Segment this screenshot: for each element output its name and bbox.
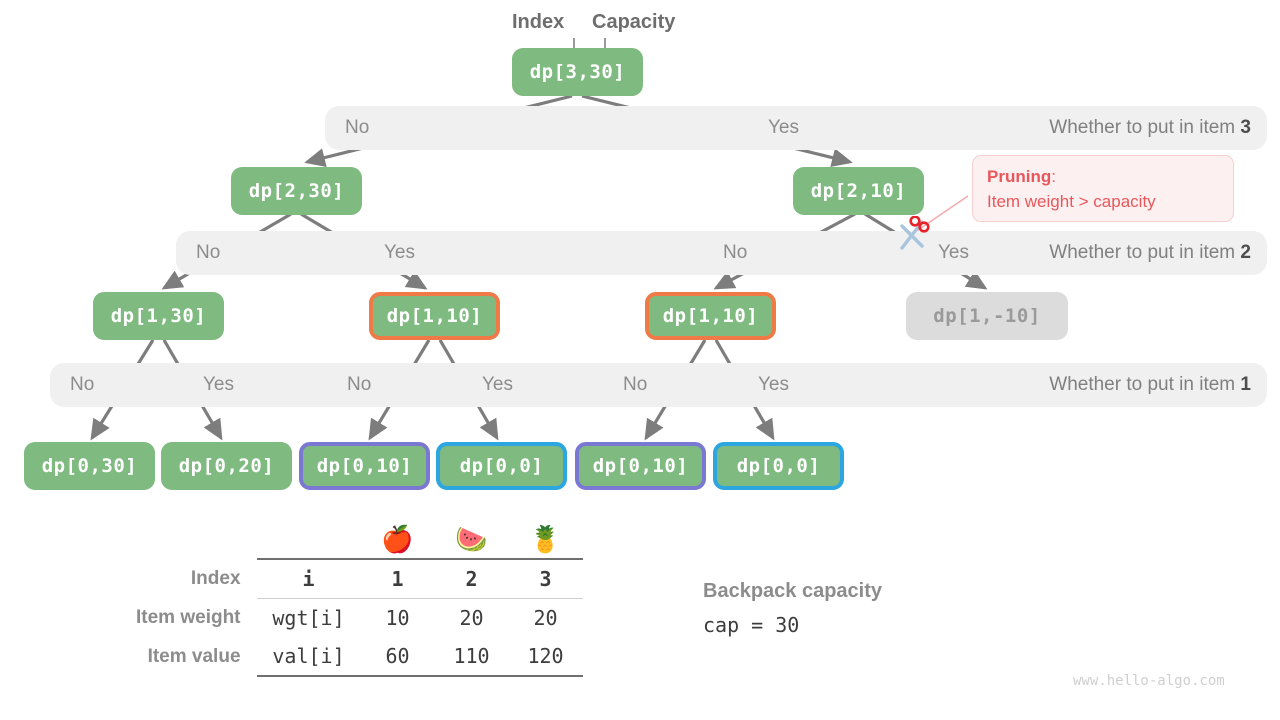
pruning-callout: Pruning: Item weight > capacity	[972, 155, 1234, 222]
decision-question-item-2: Whether to put in item 2	[1049, 242, 1251, 264]
tree-node-dp-3-30[interactable]: dp[3,30]	[512, 48, 643, 96]
table-emoji-spacer	[257, 520, 361, 559]
row-label-item-value: Item value	[147, 645, 241, 667]
index-value-1: 1	[360, 558, 435, 599]
backpack-capacity-label: Backpack capacity	[703, 580, 883, 602]
tree-node-dp-1-10-a[interactable]: dp[1,10]	[369, 292, 500, 340]
pruning-callout-text: Item weight > capacity	[987, 191, 1156, 211]
row-label-index: Index	[190, 567, 241, 589]
decision-yes-label: Yes	[482, 374, 513, 395]
wgt-value-2: 20	[434, 598, 509, 637]
question-prefix: Whether to put in item	[1049, 117, 1241, 138]
tree-leaf-dp-0-10-a[interactable]: dp[0,10]	[299, 442, 430, 490]
index-value-2: 2	[434, 558, 509, 599]
row-key-index: i	[256, 558, 361, 599]
val-value-1: 60	[360, 637, 435, 677]
watermark: www.hello-algo.com	[1073, 673, 1225, 689]
decision-bar-item-1: No Yes No Yes No Yes Whether to put in i…	[50, 363, 1267, 407]
question-item-number: 1	[1240, 374, 1251, 395]
pruning-callout-title: Pruning:	[987, 165, 1219, 190]
tree-leaf-dp-0-10-b[interactable]: dp[0,10]	[575, 442, 706, 490]
decision-yes-label: Yes	[938, 242, 969, 263]
wgt-value-3: 20	[508, 598, 583, 637]
tree-node-dp-1-30[interactable]: dp[1,30]	[93, 292, 224, 340]
tree-node-dp-2-10[interactable]: dp[2,10]	[793, 167, 924, 215]
table-corner-empty	[136, 520, 257, 559]
wgt-value-1: 10	[360, 598, 435, 637]
decision-no-label: No	[723, 242, 748, 263]
question-item-number: 3	[1240, 117, 1251, 138]
row-key-wgt: wgt[i]	[256, 598, 361, 637]
tree-leaf-dp-0-0-b[interactable]: dp[0,0]	[713, 442, 844, 490]
tree-leaf-dp-0-0-a[interactable]: dp[0,0]	[436, 442, 567, 490]
table-row-item-value: Item value val[i] 60 110 120	[136, 637, 583, 677]
row-label-item-weight: Item weight	[136, 606, 241, 628]
question-prefix: Whether to put in item	[1049, 374, 1241, 395]
table-emoji-row: 🍎 🍉 🍍	[136, 520, 583, 559]
pruning-title-text: Pruning	[987, 167, 1052, 186]
val-value-2: 110	[434, 637, 509, 677]
index-value-3: 3	[508, 558, 583, 599]
decision-no-label: No	[70, 374, 95, 395]
items-table: 🍎 🍉 🍍 Index i 1 2 3 Item weight wgt[i] 1…	[136, 520, 583, 677]
decision-question-item-1: Whether to put in item 1	[1049, 374, 1251, 396]
tree-leaf-dp-0-30[interactable]: dp[0,30]	[24, 442, 155, 490]
decision-bar-item-3: No Yes Whether to put in item 3	[325, 106, 1267, 150]
tree-node-dp-1-neg10-pruned[interactable]: dp[1,-10]	[906, 292, 1068, 340]
decision-no-label: No	[347, 374, 372, 395]
row-key-val: val[i]	[256, 637, 361, 677]
decision-yes-label: Yes	[768, 117, 799, 138]
tree-node-dp-1-10-b[interactable]: dp[1,10]	[645, 292, 776, 340]
decision-no-label: No	[345, 117, 370, 138]
decision-question-item-3: Whether to put in item 3	[1049, 117, 1251, 139]
decision-no-label: No	[623, 374, 648, 395]
decision-bar-item-2: No Yes No Yes Whether to put in item 2	[176, 231, 1267, 275]
table-row-item-weight: Item weight wgt[i] 10 20 20	[136, 598, 583, 637]
tree-node-dp-2-30[interactable]: dp[2,30]	[231, 167, 362, 215]
pineapple-icon: 🍍	[529, 523, 562, 554]
apple-icon: 🍎	[381, 523, 414, 554]
backpack-capacity-value: cap = 30	[703, 613, 800, 637]
question-item-number: 2	[1240, 242, 1251, 263]
val-value-3: 120	[508, 637, 583, 677]
scissors-icon	[900, 216, 930, 250]
pruning-title-colon: :	[1051, 167, 1056, 186]
decision-yes-label: Yes	[758, 374, 789, 395]
decision-yes-label: Yes	[203, 374, 234, 395]
index-annotation-label: Index	[512, 11, 565, 33]
decision-no-label: No	[196, 242, 221, 263]
tree-leaf-dp-0-20[interactable]: dp[0,20]	[161, 442, 292, 490]
question-prefix: Whether to put in item	[1049, 242, 1241, 263]
backpack-capacity-block: Backpack capacity cap = 30	[703, 580, 882, 637]
table-row-index: Index i 1 2 3	[136, 558, 583, 599]
decision-yes-label: Yes	[384, 242, 415, 263]
capacity-annotation-label: Capacity	[592, 11, 676, 33]
watermelon-icon: 🍉	[455, 523, 488, 554]
